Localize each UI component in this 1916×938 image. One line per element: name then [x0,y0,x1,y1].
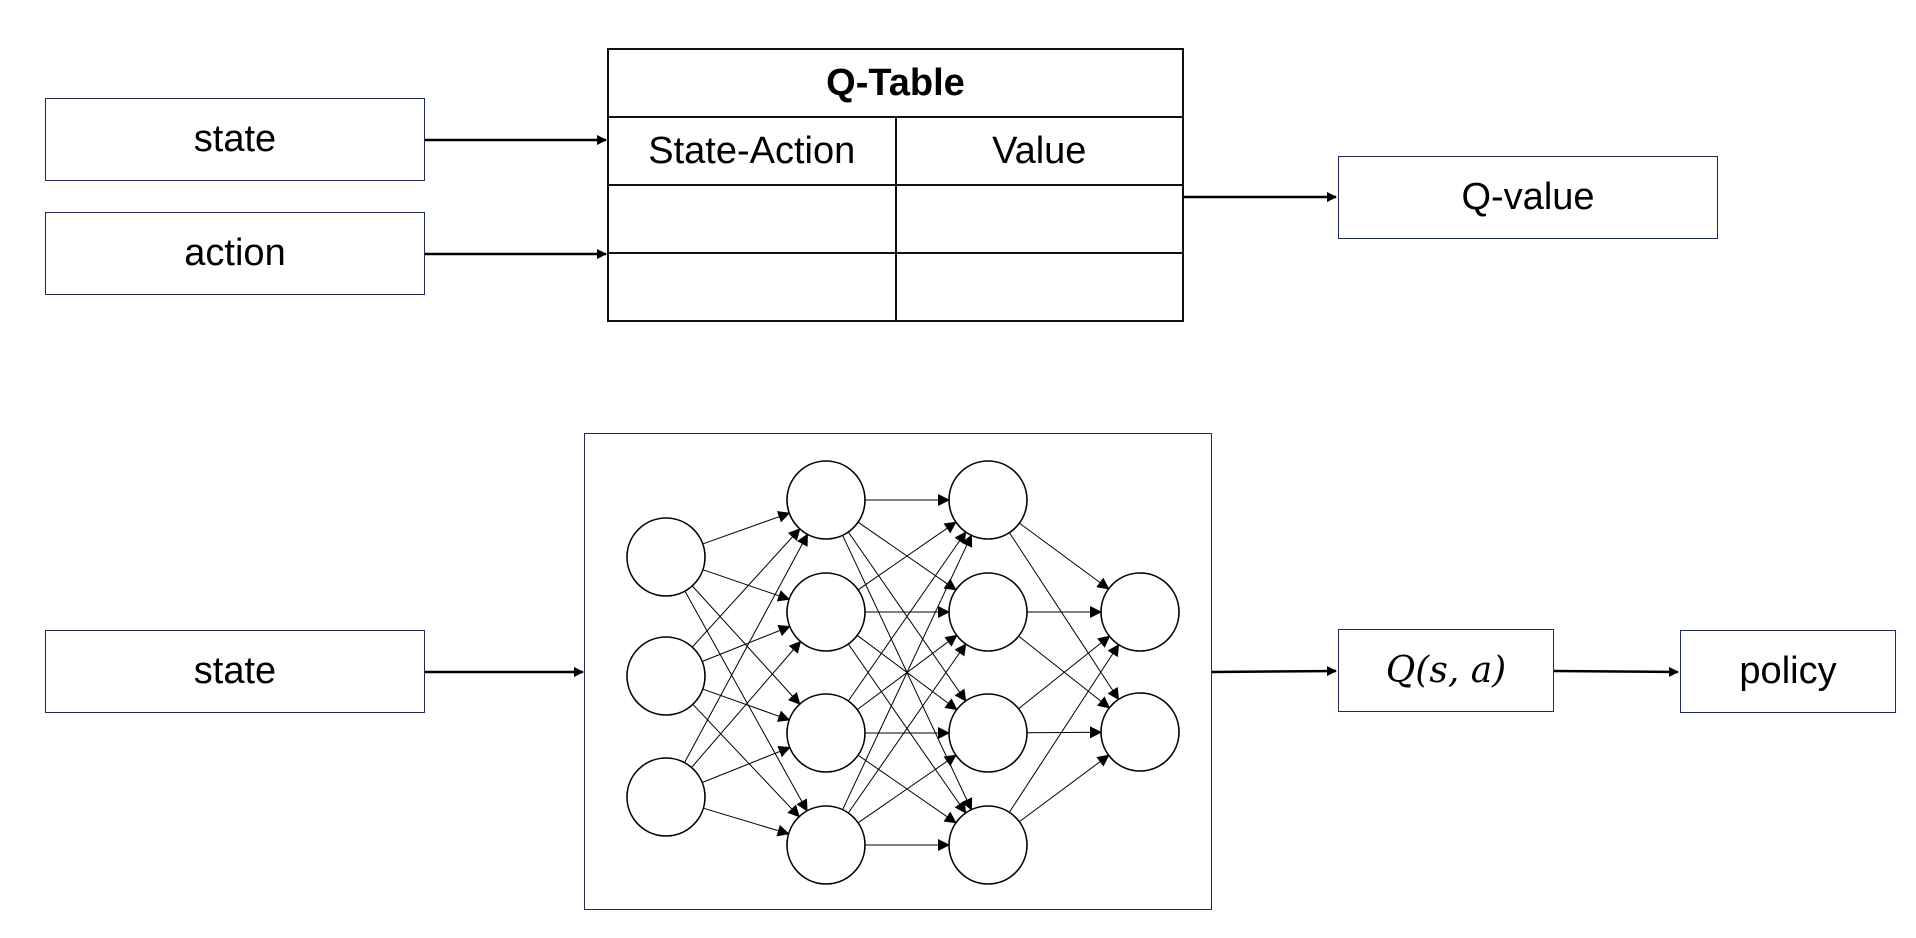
network-edge [702,511,791,545]
network-edge [692,703,800,818]
network-node [948,460,1028,540]
network-edge [1008,532,1120,701]
network-node [786,693,866,773]
network-edge [703,807,790,837]
network-edge [857,754,957,824]
network-edge [1019,522,1110,590]
network-node [948,693,1028,773]
q-function-label: Q(s, a) [1385,650,1507,691]
table-row [607,252,1184,322]
table-cell [607,184,897,254]
q-function-output-box: Q(s, a) [1338,629,1554,712]
network-edge [684,533,808,763]
q-table-header-state-action: State-Action [607,116,897,186]
arrow-network-to-q [1211,666,1337,677]
nn-state-input-box: state [45,630,425,713]
q-table-title: Q-Table [607,48,1184,118]
q-value-output-label: Q-value [1461,176,1595,218]
network-edge [702,569,791,602]
arrow-q-to-policy [1553,666,1679,677]
network-edge [1008,643,1120,813]
action-input-label: action [184,232,286,274]
network-edge [702,745,791,783]
network-edge [857,521,957,591]
table-cell [607,252,897,322]
network-edge [691,640,802,768]
network-edge [702,624,791,662]
network-edge [847,531,967,702]
network-edge [842,534,973,810]
network-node [1100,692,1180,772]
nn-state-input-label: state [193,650,277,692]
q-table-header-value: Value [894,116,1184,186]
network-edge [684,590,808,812]
network-node [786,805,866,885]
network-nodes [626,460,1180,885]
network-node [626,757,706,837]
network-node [948,805,1028,885]
network-node [786,460,866,540]
table-cell [894,184,1184,254]
network-node [626,636,706,716]
network-node [1100,572,1180,652]
network-node [948,572,1028,652]
network-edge [691,585,801,705]
network-node [786,572,866,652]
network-edges [684,494,1120,851]
q-table: Q-Table State-Action Value [607,48,1184,322]
policy-label: policy [1739,650,1837,692]
network-node [626,517,706,597]
action-input-box: action [45,212,425,295]
network-edge [1018,635,1111,710]
state-input-box: state [45,98,425,181]
state-input-label: state [193,118,277,160]
table-cell [894,252,1184,322]
policy-output-box: policy [1680,630,1896,713]
network-edge [847,643,967,814]
q-value-output-box: Q-value [1338,156,1718,239]
network-edge [1019,754,1110,823]
network-edge [691,528,801,648]
table-row [607,184,1184,254]
